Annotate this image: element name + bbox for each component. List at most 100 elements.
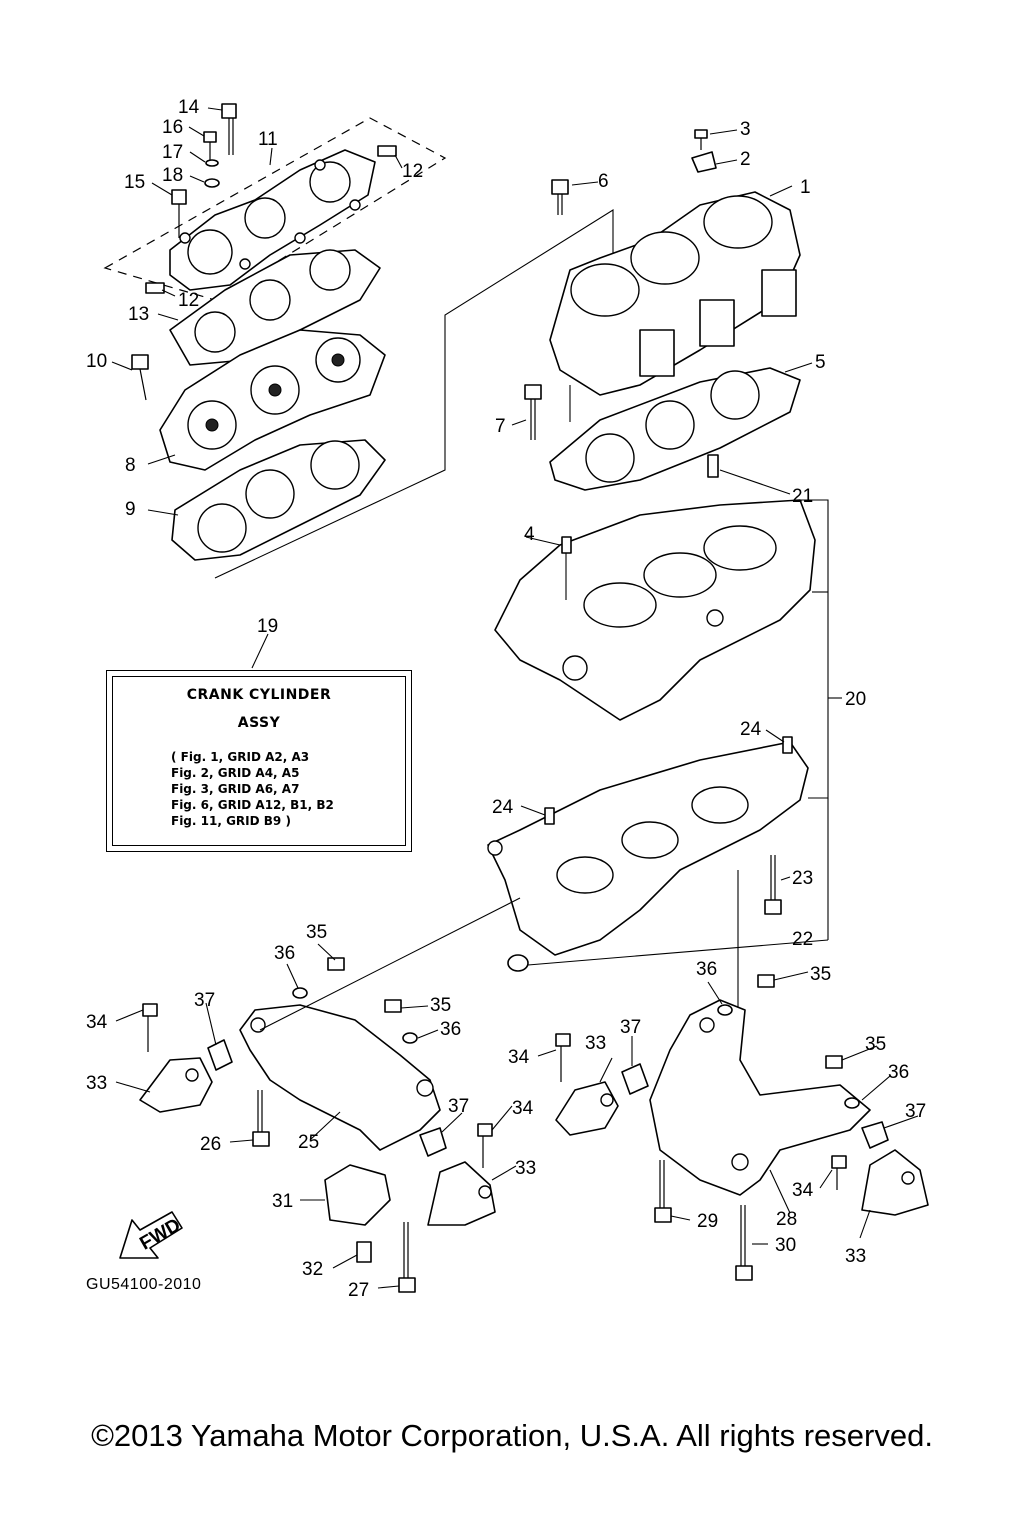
head-gasket-9	[171, 439, 386, 561]
bolt-3	[694, 129, 708, 150]
callout-33-b: 33	[515, 1158, 536, 1179]
washer-18	[204, 178, 220, 188]
fitting-12-lower	[145, 282, 165, 294]
reference-line: Fig. 6, GRID A12, B1, B2	[171, 798, 334, 812]
plate-2	[691, 151, 717, 173]
bolt-35-b	[384, 999, 402, 1013]
callout-17: 17	[162, 142, 183, 163]
crankcase-lower	[487, 741, 809, 956]
callout-5: 5	[815, 352, 826, 373]
fwd-arrow-icon: FWD	[119, 1211, 184, 1259]
callout-34-b: 34	[512, 1098, 534, 1119]
washer-36-b	[402, 1032, 418, 1044]
reference-lines: ( Fig. 1, GRID A2, A3 Fig. 2, GRID A4, A…	[171, 749, 334, 829]
callout-26: 26	[200, 1134, 221, 1155]
callout-23: 23	[792, 868, 813, 889]
callout-22: 22	[792, 929, 813, 950]
callout-36-a: 36	[274, 943, 295, 964]
callout-36-c: 36	[696, 959, 717, 980]
callout-24-left: 24	[492, 797, 514, 818]
callout-33-d: 33	[845, 1246, 866, 1267]
bolt-16	[203, 131, 217, 160]
damper-33-mid	[427, 1161, 496, 1226]
damper-33-left	[139, 1057, 213, 1113]
bolt-35-d	[825, 1055, 843, 1069]
callout-36-b: 36	[440, 1019, 461, 1040]
callout-13: 13	[128, 304, 149, 325]
nut-32	[356, 1241, 372, 1263]
head-cover-dashed-frame	[103, 117, 447, 301]
callout-21: 21	[792, 486, 813, 507]
bolt-29	[654, 1160, 672, 1223]
cylinder-block-1	[549, 191, 801, 396]
callout-15: 15	[124, 172, 145, 193]
reference-box-inner-border: CRANK CYLINDER ASSY ( Fig. 1, GRID A2, A…	[112, 676, 406, 846]
shim-37-right-lower	[861, 1121, 889, 1149]
pin-24-right	[782, 736, 793, 754]
collar-22	[507, 954, 529, 972]
callout-12-lower: 12	[178, 290, 199, 311]
leader-lines	[111, 107, 919, 1289]
cylinder-head-8	[159, 329, 386, 471]
callout-9: 9	[125, 499, 136, 520]
callout-11: 11	[258, 129, 278, 150]
bolt-15	[171, 189, 187, 238]
callout-19: 19	[257, 616, 278, 637]
callout-7: 7	[495, 416, 506, 437]
bolt-35-a	[327, 957, 345, 971]
callout-33-c: 33	[585, 1033, 606, 1054]
fitting-12-upper	[377, 145, 397, 157]
callout-27: 27	[348, 1280, 369, 1301]
callout-32: 32	[302, 1259, 323, 1280]
copyright-notice: ©2013 Yamaha Motor Corporation, U.S.A. A…	[91, 1418, 933, 1453]
callout-37-d: 37	[905, 1101, 926, 1122]
washer-36-c	[717, 1004, 733, 1016]
reference-title-line2: ASSY	[237, 715, 281, 731]
callout-35-a: 35	[306, 922, 327, 943]
reference-line: ( Fig. 1, GRID A2, A3	[171, 750, 310, 764]
washer-36-d	[844, 1097, 860, 1109]
callout-30: 30	[775, 1235, 796, 1256]
crankcase-upper	[494, 499, 816, 721]
cylinder-head-cover	[169, 149, 376, 291]
bolt-14	[221, 103, 237, 155]
engine-mount-bracket-28	[649, 999, 871, 1196]
callout-35-b: 35	[430, 995, 451, 1016]
damper-33-right-upper	[555, 1081, 619, 1136]
head-gasket-13	[169, 249, 381, 366]
washer-17	[205, 159, 219, 167]
pin-24-left	[544, 807, 555, 825]
callout-25: 25	[298, 1132, 319, 1153]
callout-14: 14	[178, 97, 200, 118]
bolt-6	[551, 179, 569, 215]
callout-3: 3	[740, 119, 751, 140]
callout-6: 6	[598, 171, 609, 192]
callout-34-d: 34	[792, 1180, 814, 1201]
callout-1: 1	[800, 177, 811, 198]
callout-37-a: 37	[194, 990, 215, 1011]
shim-37-left	[207, 1039, 233, 1071]
bolt-26	[252, 1090, 270, 1147]
callout-12-upper: 12	[402, 161, 423, 182]
bolt-23	[764, 855, 782, 915]
callout-37-c: 37	[620, 1017, 641, 1038]
callout-35-c: 35	[810, 964, 831, 985]
callout-37-b: 37	[448, 1096, 469, 1117]
diagram-code: GU54100-2010	[86, 1276, 202, 1293]
bolt-34-left	[142, 1003, 158, 1052]
callout-labels: 1 2 3 4 5 6 7 8 9 10 11 12 12 13 14 15 1…	[86, 97, 926, 1301]
callout-28: 28	[776, 1209, 797, 1230]
washer-36-a	[292, 987, 308, 999]
callout-18: 18	[162, 165, 183, 186]
bolt-27	[398, 1222, 416, 1293]
cylinder-base-gasket-5	[549, 367, 801, 491]
callout-20: 20	[845, 689, 866, 710]
callout-36-d: 36	[888, 1062, 909, 1083]
callout-10: 10	[86, 351, 107, 372]
pin-21	[707, 454, 719, 478]
bolt-34-mid	[477, 1123, 493, 1168]
callout-4: 4	[524, 524, 535, 545]
pin-4	[561, 536, 572, 554]
callout-34-a: 34	[86, 1012, 108, 1033]
bolt-7	[524, 384, 542, 440]
